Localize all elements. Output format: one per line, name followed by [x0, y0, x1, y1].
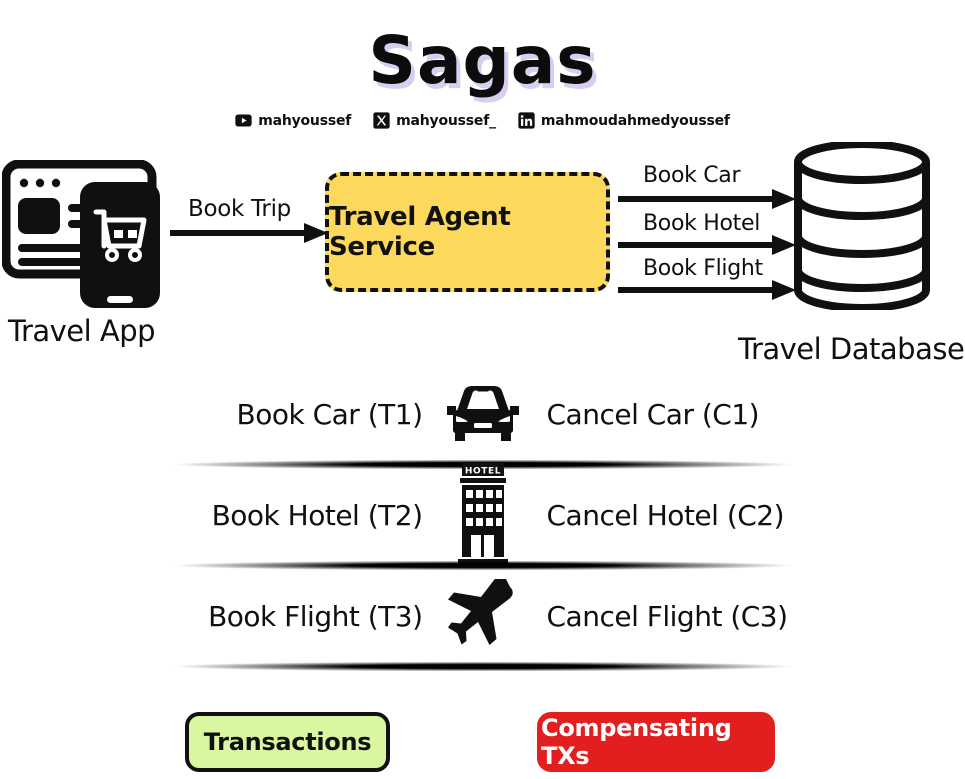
saga-step-row: Book Car (T1) Cancel Car (C1) [0, 368, 965, 460]
social-handle-label: mahmoudahmedyoussef [540, 112, 730, 129]
legend-transactions-chip[interactable]: Transactions [185, 712, 390, 772]
travel-database-caption: Travel Database [738, 332, 965, 366]
book-trip-label: Book Trip [188, 196, 291, 222]
saga-compensation-label: Cancel Hotel (C2) [546, 498, 785, 532]
saga-transaction-label: Book Car (T1) [236, 397, 423, 431]
book-hotel-arrow [618, 235, 796, 255]
airplane-icon [437, 579, 529, 653]
social-handle-linkedin[interactable]: mahmoudahmedyoussef [518, 112, 730, 129]
youtube-icon [235, 112, 252, 129]
book-car-arrow-label: Book Car [643, 163, 741, 188]
saga-step-row: Book Flight (T3) Cancel Flight (C3) [0, 570, 965, 662]
saga-divider [172, 561, 793, 570]
x-twitter-icon [373, 112, 390, 129]
saga-transaction-label: Book Hotel (T2) [211, 498, 423, 532]
book-flight-arrow [618, 280, 796, 300]
svg-text:HOTEL: HOTEL [464, 466, 500, 476]
book-flight-arrow-label: Book Flight [643, 256, 763, 281]
saga-compensation-label: Cancel Car (C1) [546, 397, 760, 431]
saga-compensation-label: Cancel Flight (C3) [546, 599, 789, 633]
saga-divider [172, 662, 793, 671]
book-car-arrow [618, 189, 796, 209]
legend: Transactions Compensating TXs [0, 712, 965, 776]
saga-steps-list: Book Car (T1) Cancel Car (C1) [0, 368, 965, 671]
book-hotel-arrow-label: Book Hotel [643, 211, 761, 236]
saga-transaction-label: Book Flight (T3) [208, 599, 423, 633]
hotel-icon: HOTEL [437, 461, 529, 569]
social-handle-youtube[interactable]: mahyoussef [235, 112, 351, 129]
travel-agent-service-node[interactable]: Travel Agent Service [325, 172, 610, 292]
travel-app-caption: Travel App [8, 314, 156, 348]
legend-compensating-chip[interactable]: Compensating TXs [537, 712, 775, 772]
book-trip-arrow [170, 223, 328, 243]
car-icon [437, 383, 529, 445]
travel-agent-service-label: Travel Agent Service [329, 202, 511, 262]
page-title: Sagas [368, 22, 597, 99]
database-icon [790, 140, 935, 312]
legend-compensating-label: Compensating TXs [541, 714, 732, 770]
social-handles-row: mahyoussef mahyoussef_ mahmoudahmedy [0, 112, 965, 129]
saga-step-row: Book Hotel (T2) HOTEL [0, 463, 965, 567]
social-handle-label: mahyoussef [258, 112, 352, 129]
travel-app-icon [1, 159, 187, 310]
social-handle-label: mahyoussef_ [396, 112, 496, 129]
legend-transactions-label: Transactions [203, 728, 372, 756]
linkedin-icon [518, 112, 535, 129]
social-handle-x[interactable]: mahyoussef_ [373, 112, 496, 129]
